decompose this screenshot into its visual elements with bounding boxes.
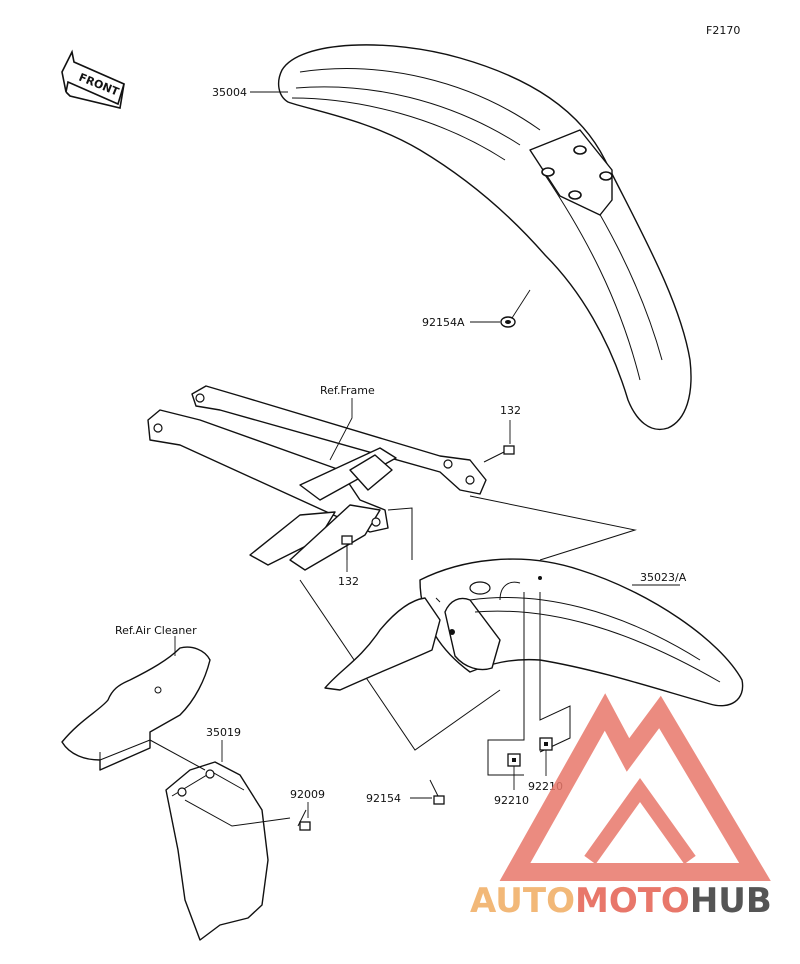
label-clip-nut-left: 92210: [494, 794, 529, 807]
bolt-132-upper: [483, 420, 515, 463]
bolt-92154: [410, 779, 445, 805]
frame-reference: [147, 385, 487, 571]
grommet-92154a: [500, 289, 531, 328]
label-front-fender: 35004: [212, 86, 247, 99]
watermark-logo: [499, 693, 771, 881]
label-bolt-upper: 132: [500, 404, 521, 417]
label-mud-flap: 35019: [206, 726, 241, 739]
front-direction-arrow-icon: FRONT: [61, 49, 125, 109]
label-rear-fender: 35023/A: [640, 571, 687, 584]
clip-nut-right: [539, 592, 571, 776]
label-grommet: 92154A: [422, 316, 465, 329]
figure-code: F2170: [706, 24, 740, 37]
clip-nut-left: [487, 592, 525, 790]
mud-flap: [165, 761, 269, 941]
front-fender: [277, 44, 692, 431]
label-bolt-92154: 92154: [366, 792, 401, 805]
watermark-text: AUTOMOTOHUB: [470, 881, 772, 921]
label-ref-air-cleaner: Ref.Air Cleaner: [115, 624, 197, 637]
label-ref-frame: Ref.Frame: [320, 384, 375, 397]
air-cleaner-reference: [61, 646, 211, 771]
label-screw: 92009: [290, 788, 325, 801]
rear-fender: [324, 558, 744, 707]
bolt-132-lower: [341, 535, 353, 572]
screw-92009: [297, 802, 311, 831]
label-bolt-lower: 132: [338, 575, 359, 588]
